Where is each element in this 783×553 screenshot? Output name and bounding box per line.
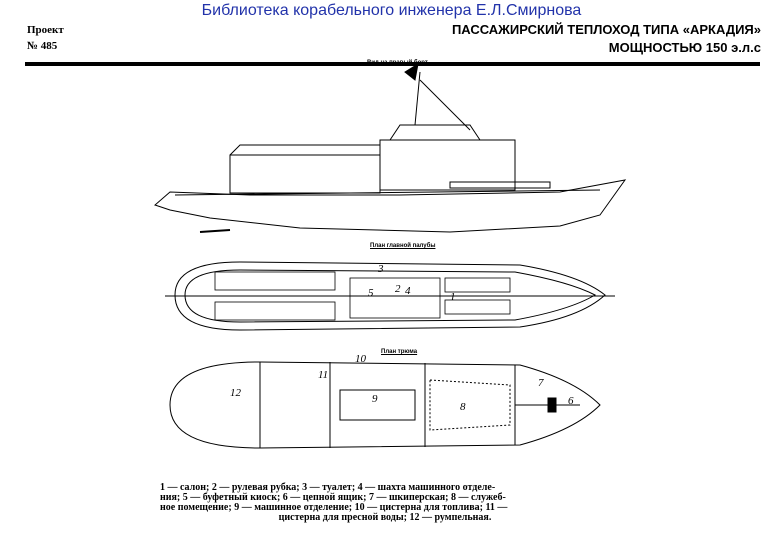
- callout-12: 12: [230, 387, 242, 399]
- ship-title: ПАССАЖИРСКИЙ ТЕПЛОХОД ТИПА «АРКАДИЯ»: [451, 22, 761, 37]
- project-label: Проект: [27, 24, 64, 36]
- callout-5: 5: [368, 287, 374, 299]
- legend-line: цистерна для пресной воды; 12 — румпельн…: [278, 512, 492, 523]
- ship-power: МОЩНОСТЬЮ 150 э.л.с: [608, 40, 761, 55]
- callout-11: 11: [318, 369, 328, 381]
- callout-7: 7: [538, 377, 544, 389]
- side-view: [154, 62, 627, 233]
- project-number: № 485: [27, 40, 58, 52]
- hold-plan: [169, 361, 601, 449]
- library-title: Библиотека корабельного инженера Е.Л.Сми…: [201, 2, 582, 19]
- header-rule: [25, 62, 760, 66]
- side-view-caption: Вид на правый борт: [367, 60, 428, 66]
- callout-9: 9: [372, 393, 378, 405]
- callout-6: 6: [568, 395, 574, 407]
- legend: 1 — салон; 2 — рулевая рубка; 3 — туалет…: [160, 483, 610, 523]
- main-deck-plan: [165, 261, 615, 331]
- callout-1: 1: [450, 291, 456, 303]
- callout-4: 4: [405, 285, 411, 297]
- callout-2: 2: [395, 283, 401, 295]
- callout-3: 3: [377, 263, 384, 275]
- legend-line: 1 — салон; 2 — рулевая рубка; 3 — туалет…: [160, 482, 496, 493]
- hold-plan-caption: План трюма: [381, 349, 418, 355]
- legend-line: ния; 5 — буфетный киоск; 6 — цепной ящик…: [160, 492, 506, 503]
- callout-10: 10: [355, 353, 367, 365]
- legend-line: ное помещение; 9 — машинное отделение; 1…: [160, 502, 508, 513]
- deck-plan-caption: План главной палубы: [370, 243, 436, 249]
- callout-8: 8: [460, 401, 466, 413]
